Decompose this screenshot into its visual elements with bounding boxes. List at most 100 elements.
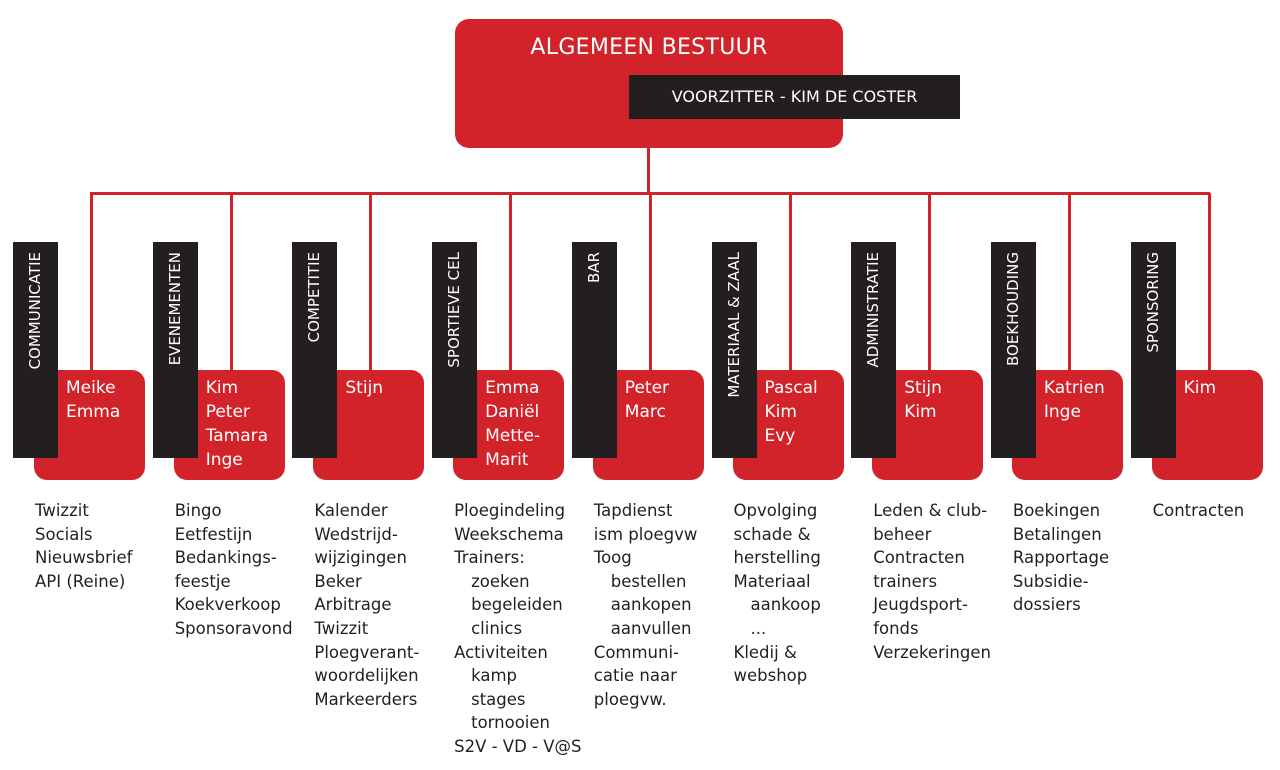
- task-item: beheer: [873, 524, 932, 544]
- department-3: Emma Daniël Mette- Marit SPORTIEVE CEL P…: [432, 193, 582, 763]
- task-item: Leden & club-: [873, 501, 988, 520]
- department-name: SPORTIEVE CEL: [445, 252, 464, 368]
- task-item: woordelijken: [314, 666, 419, 686]
- department-name: COMMUNICATIE: [26, 252, 44, 370]
- task-item: Activiteiten: [454, 642, 548, 662]
- chair-label: VOORZITTER - KIM DE COSTER: [629, 75, 960, 119]
- connector-stem: [1207, 193, 1211, 371]
- connector-stem: [928, 193, 932, 371]
- department-label-bar: SPORTIEVE CEL: [432, 242, 478, 458]
- task-item: Communi-: [593, 642, 680, 662]
- department-name: EVENEMENTEN: [165, 252, 184, 366]
- task-item: wijzigingen: [314, 548, 407, 568]
- connector-vertical: [647, 148, 650, 194]
- task-list: Contracten: [1153, 499, 1280, 523]
- department-members: Kim Peter Tamara Inge: [173, 370, 285, 480]
- task-item: Contracten: [873, 548, 965, 568]
- task-item: Verzekeringen: [873, 642, 991, 662]
- task-item: Arbitrage: [314, 595, 392, 615]
- task-item: Twizzit: [314, 618, 369, 638]
- department-name: ADMINISTRATIE: [864, 252, 883, 368]
- task-item: feestje: [174, 571, 231, 591]
- task-item: aankoop: [750, 595, 821, 615]
- connector-stem: [509, 193, 513, 371]
- department-label-bar: SPONSORING: [1130, 242, 1176, 458]
- task-item: aankopen: [610, 595, 692, 615]
- task-item: dossiers: [1012, 595, 1081, 615]
- task-item: Kledij &: [733, 642, 797, 662]
- task-item: herstelling: [733, 548, 821, 568]
- task-item: begeleiden: [471, 595, 563, 615]
- task-item: Bedankings-: [174, 548, 277, 568]
- task-item: Trainers:: [454, 548, 525, 568]
- department-name: COMPETITIE: [305, 252, 324, 343]
- connector-stem: [648, 193, 652, 371]
- task-item: Kalender: [314, 501, 388, 520]
- department-6: Stijn Kim ADMINISTRATIE Leden & club-beh…: [851, 193, 991, 763]
- task-item: tornooien: [471, 713, 550, 733]
- task-item: Beker: [314, 571, 362, 591]
- department-8: Kim SPONSORING Contracten: [1130, 193, 1271, 763]
- department-name: SPONSORING: [1143, 252, 1162, 353]
- task-item: Twizzit: [35, 501, 89, 520]
- task-item: Jeugdsport-: [873, 595, 968, 615]
- task-item: Socials: [35, 524, 93, 544]
- task-item: Bingo: [174, 501, 222, 520]
- task-item: clinics: [471, 618, 523, 638]
- task-item: ...: [750, 618, 767, 638]
- task-item: Nieuwsbrief: [35, 548, 133, 568]
- department-label-bar: EVENEMENTEN: [152, 242, 198, 458]
- department-label-bar: MATERIAAL & ZAAL: [711, 242, 757, 458]
- connector-stem: [229, 193, 233, 371]
- task-item: Ploegindeling: [454, 501, 566, 520]
- department-name: MATERIAAL & ZAAL: [724, 252, 743, 398]
- department-name: BAR: [584, 252, 603, 283]
- department-label-bar: ADMINISTRATIE: [851, 242, 897, 458]
- connector-stem: [788, 193, 792, 371]
- department-label-bar: COMMUNICATIE: [13, 242, 58, 458]
- department-name: BOEKHOUDING: [1003, 252, 1022, 367]
- task-item: zoeken: [471, 571, 530, 591]
- board-title: ALGEMEEN BESTUUR: [530, 35, 768, 60]
- task-item: S2V - VD - V@S: [454, 736, 582, 756]
- task-item: Contracten: [1152, 501, 1245, 520]
- task-item: webshop: [733, 666, 808, 686]
- task-item: trainers: [873, 571, 938, 591]
- task-item: aanvullen: [610, 618, 692, 638]
- department-label-bar: COMPETITIE: [292, 242, 338, 458]
- task-item: Toog: [593, 548, 632, 568]
- task-item: ism ploegvw: [593, 524, 698, 544]
- task-item: catie naar: [593, 666, 677, 686]
- task-item: ploegvw.: [593, 689, 667, 709]
- task-item: Wedstrijd-: [314, 524, 398, 544]
- task-item: Subsidie-: [1012, 571, 1089, 591]
- task-item: Markeerders: [314, 689, 418, 709]
- connector-stem: [369, 193, 373, 371]
- task-item: Materiaal: [733, 571, 811, 591]
- task-item: kamp: [471, 666, 518, 686]
- task-item: Weekschema: [454, 524, 564, 544]
- task-item: Sponsoravond: [174, 618, 293, 638]
- task-item: bestellen: [610, 571, 687, 591]
- task-item: Koekverkoop: [174, 595, 281, 615]
- task-item: Ploegverant-: [314, 642, 420, 662]
- task-item: stages: [471, 689, 526, 709]
- task-item: Eetfestijn: [174, 524, 253, 544]
- department-label-bar: BAR: [571, 242, 617, 458]
- department-label-bar: BOEKHOUDING: [990, 242, 1036, 458]
- task-item: schade &: [733, 524, 811, 544]
- connector-stem: [1067, 193, 1071, 371]
- task-item: Opvolging: [733, 501, 818, 520]
